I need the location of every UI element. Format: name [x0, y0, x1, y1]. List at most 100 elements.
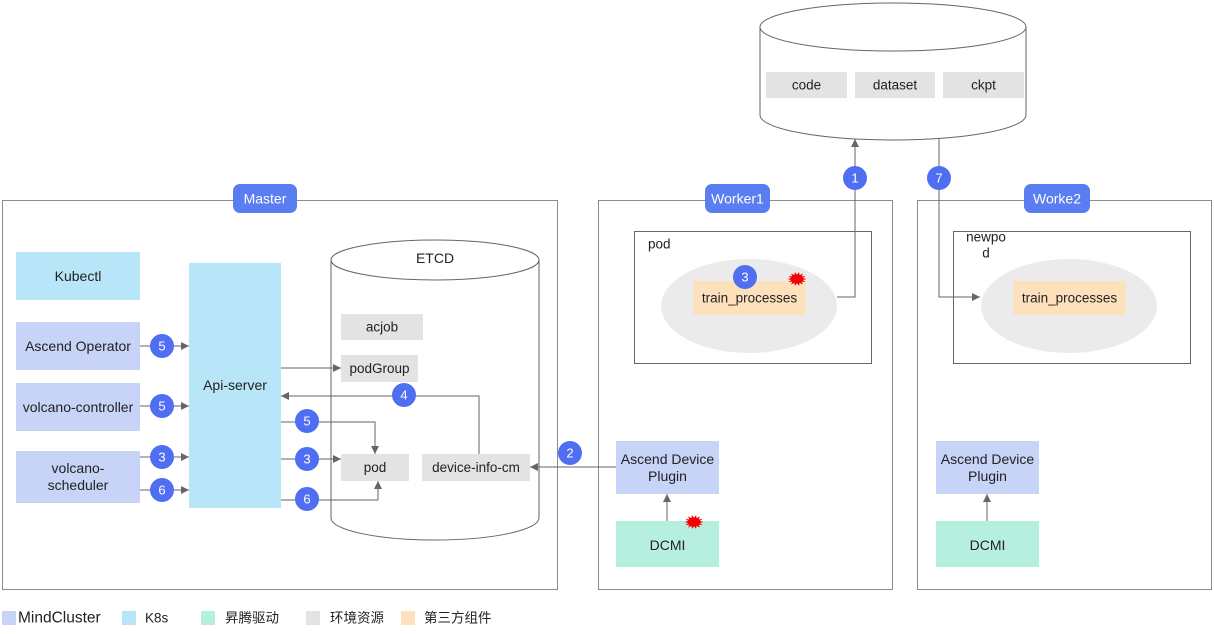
worker1-panel-label: Worker1	[705, 184, 770, 213]
fault-burst-icon-train-processes	[787, 272, 807, 286]
worker1-to-storage-arrow	[837, 139, 859, 298]
volcano-scheduler-label-line2: scheduler	[48, 477, 109, 493]
step-badge-device-plugin-circle	[558, 441, 582, 465]
step-badge-worker1-train-processes: 3	[733, 265, 757, 289]
api-server-box-bg	[189, 263, 281, 508]
step-badge-storage-to-worker2: 7	[927, 166, 951, 190]
storage-item-ckpt-bg	[943, 72, 1024, 98]
step-badge-pod-left: 3	[295, 447, 319, 471]
step-badge-worker1-train-processes-number: 3	[741, 270, 748, 285]
master-panel-label: Master	[233, 184, 297, 213]
volcano-scheduler-box: volcano- scheduler	[16, 451, 140, 503]
etcd-pod-bg	[341, 454, 409, 481]
etcd-podgroup-bg	[341, 355, 418, 382]
legend-swatch-environment	[306, 611, 320, 625]
etcd-acjob: acjob	[341, 314, 423, 340]
worker1-device-plugin-label-line1: Ascend Device	[621, 451, 715, 467]
step-badge-storage-to-worker2-number: 7	[935, 171, 942, 186]
legend-label-mindcluster: MindCluster	[18, 610, 101, 627]
step-badge-ascend-operator-number: 5	[158, 339, 165, 354]
etcd-podgroup: podGroup	[341, 355, 418, 382]
storage-item-dataset-bg	[855, 72, 935, 98]
worker1-pod-label: pod	[648, 237, 671, 252]
etcd-device-info-cm-label: device-info-cm	[432, 460, 520, 475]
step-badge-pod-bottom: 6	[295, 487, 319, 511]
storage-item-code-label: code	[792, 78, 821, 93]
legend-swatch-ascend-driver	[201, 611, 215, 625]
step-badge-ascend-operator: 5	[150, 334, 174, 358]
legend-label-third-party: 第三方组件	[424, 610, 492, 626]
worker2-pod-label-line1: newpo	[966, 230, 1006, 245]
step-badge-worker1-to-storage-number: 1	[851, 171, 858, 186]
worker2-device-plugin-label-line1: Ascend Device	[941, 451, 1035, 467]
worker2-device-plugin-bg	[936, 441, 1039, 494]
etcd-cylinder: ETCD acjob podGroup pod device-info-cm	[330, 239, 540, 541]
device-info-cm-to-api-arrow	[281, 392, 480, 454]
worker1-device-plugin-bg	[616, 441, 719, 494]
etcd-pod-label: pod	[364, 460, 387, 475]
etcd-podgroup-label: podGroup	[349, 361, 409, 376]
step-badge-volcano-scheduler-a-number: 3	[158, 450, 165, 465]
step-badge-volcano-scheduler-a: 3	[150, 445, 174, 469]
step-badge-device-info-cm-circle	[392, 383, 416, 407]
step-badge-volcano-controller-circle	[150, 394, 174, 418]
worker2-dcmi-bg	[936, 521, 1039, 567]
step-badge-volcano-controller: 5	[150, 394, 174, 418]
legend-label-environment: 环境资源	[330, 611, 384, 626]
worker1-panel-label-text: Worker1	[711, 191, 764, 207]
storage-cylinder-top	[759, 2, 1027, 52]
worker1-device-plugin-label-line2: Plugin	[648, 468, 687, 484]
worker2-train-processes-label: train_processes	[1022, 291, 1118, 306]
step-badge-worker1-to-storage-circle	[843, 166, 867, 190]
worker2-dcmi: DCMI	[936, 521, 1039, 567]
storage-item-dataset-label: dataset	[873, 78, 918, 93]
step-badge-volcano-scheduler-b: 6	[150, 478, 174, 502]
volcano-scheduler-label-line1: volcano-	[52, 460, 105, 476]
step-badge-volcano-controller-number: 5	[158, 399, 165, 414]
step-badge-pod-bottom-number: 6	[303, 492, 310, 507]
worker1-dcmi-bg	[616, 521, 719, 567]
fault-burst-icon-dcmi	[684, 515, 704, 529]
step-badge-device-info-cm-number: 4	[400, 388, 407, 403]
legend-swatch-third-party	[401, 611, 415, 625]
legend-swatch-k8s	[122, 611, 136, 625]
storage-item-code: code	[766, 72, 847, 98]
kubectl-box: Kubectl	[16, 252, 140, 300]
step-badge-pod-top-number: 5	[303, 414, 310, 429]
worker1-panel-label-bg	[705, 184, 770, 213]
worker1-dcmi: DCMI	[616, 521, 719, 567]
worker2-device-plugin: Ascend Device Plugin	[936, 441, 1039, 494]
step-badge-ascend-operator-circle	[150, 334, 174, 358]
step-badge-volcano-scheduler-b-circle	[150, 478, 174, 502]
etcd-cylinder-top	[330, 239, 540, 281]
etcd-title: ETCD	[416, 250, 454, 266]
storage-to-worker2-arrow	[938, 139, 980, 301]
worker1-device-plugin: Ascend Device Plugin	[616, 441, 719, 494]
master-panel-label-bg	[233, 184, 297, 213]
etcd-device-info-cm: device-info-cm	[422, 454, 530, 481]
legend: MindCluster K8s 昇腾驱动 环境资源 第三方组件	[2, 610, 492, 627]
kubectl-label: Kubectl	[55, 268, 102, 284]
etcd-acjob-bg	[341, 314, 423, 340]
worker2-panel-label: Worke2	[1024, 184, 1090, 213]
worker1-dcmi-label: DCMI	[650, 537, 686, 553]
step-badge-pod-left-number: 3	[303, 452, 310, 467]
volcano-controller-box-bg	[16, 383, 140, 431]
storage-item-ckpt: ckpt	[943, 72, 1024, 98]
etcd-device-info-cm-bg	[422, 454, 530, 481]
step-badge-device-plugin-number: 2	[566, 446, 573, 461]
worker2-train-processes-bg	[1013, 281, 1126, 315]
worker2-device-plugin-label-line2: Plugin	[968, 468, 1007, 484]
legend-swatch-mindcluster	[2, 611, 16, 625]
api-server-box: Api-server	[189, 263, 281, 508]
api-server-label: Api-server	[203, 377, 267, 393]
volcano-controller-label: volcano-controller	[23, 399, 134, 415]
storage-cylinder: code dataset ckpt	[759, 2, 1027, 141]
storage-item-ckpt-label: ckpt	[971, 78, 996, 93]
volcano-scheduler-box-bg	[16, 451, 140, 503]
ascend-operator-label: Ascend Operator	[25, 338, 131, 354]
legend-label-k8s: K8s	[145, 611, 169, 626]
etcd-pod: pod	[341, 454, 409, 481]
storage-item-code-bg	[766, 72, 847, 98]
